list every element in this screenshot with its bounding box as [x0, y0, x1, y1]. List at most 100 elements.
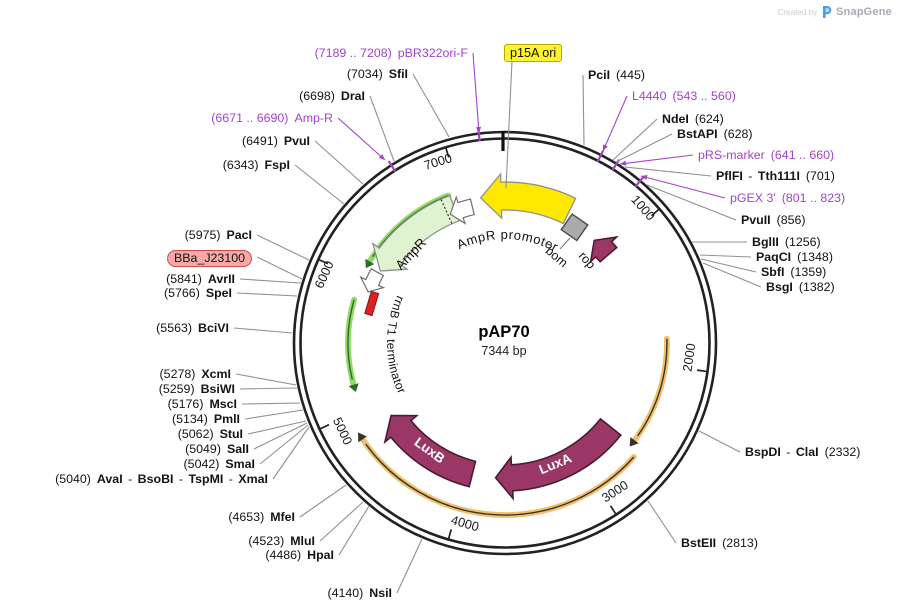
- feature-label-p15a-ori[interactable]: p15A ori: [504, 44, 563, 62]
- watermark-created-by: Created by: [777, 7, 817, 17]
- leader-line-AvrII: [239, 278, 302, 284]
- leader-line-BsgI: [702, 262, 762, 288]
- leader-line-NdeI: [612, 118, 658, 161]
- feature-terminator-block[interactable]: [364, 290, 380, 317]
- orf-arc-left-arrowhead: [348, 383, 359, 393]
- leader-line-NsiI: [396, 538, 423, 594]
- site-label-pRS-marker[interactable]: pRS-marker(641 .. 660): [698, 148, 835, 162]
- site-label-StuI[interactable]: (5062)StuI: [177, 427, 243, 441]
- scale-tick: [445, 147, 450, 158]
- leader-line-MscI: [241, 402, 301, 405]
- feature-arrow-rop[interactable]: [589, 235, 619, 264]
- site-label-FspI[interactable]: (6343)FspI: [222, 158, 290, 172]
- leader-line-SpeI: [236, 292, 298, 297]
- site-label-PciI[interactable]: PciI(445): [588, 68, 645, 82]
- site-label-AvaI-BsoBI-TspMI-XmaI[interactable]: (5040)AvaI - BsoBI - TspMI - XmaI: [55, 472, 268, 486]
- leader-line-FspI: [294, 164, 345, 205]
- site-label-Amp-R[interactable]: (6671 .. 6690)Amp-R: [211, 111, 333, 125]
- snapgene-logo-icon: [822, 6, 832, 18]
- orf-arc-right-upper[interactable]: [630, 335, 670, 445]
- tick-label-5000: 5000: [330, 415, 356, 447]
- p15a-label-leader: [505, 60, 513, 189]
- site-label-pGEX-3-[interactable]: pGEX 3'(801 .. 823): [730, 191, 846, 205]
- orf-arc-right-upper-core: [637, 338, 668, 437]
- leader-line-HpaI: [338, 505, 370, 556]
- primer-site-mark[interactable]: [634, 176, 645, 188]
- scale-tick: [318, 258, 329, 265]
- leader-line-L4440: [602, 95, 628, 152]
- site-label-SalI[interactable]: (5049)SalI: [185, 442, 249, 456]
- leader-line-SbfI: [700, 258, 757, 273]
- scale-tick: [319, 423, 330, 430]
- primer-site-mark[interactable]: [387, 160, 397, 173]
- site-label-BBa-J23100[interactable]: BBa_J23100: [167, 250, 252, 267]
- leader-line-BciVI: [233, 327, 293, 334]
- site-label-PvuI[interactable]: (6491)PvuI: [242, 134, 310, 148]
- leader-line-BstEII: [647, 500, 677, 544]
- leader-line-PvuII: [646, 184, 737, 221]
- site-label-SpeI[interactable]: (5766)SpeI: [164, 286, 232, 300]
- site-label-PaqCI[interactable]: PaqCI(1348): [756, 250, 833, 264]
- site-label-HpaI[interactable]: (4486)HpaI: [265, 548, 334, 562]
- site-label-DraI[interactable]: (6698)DraI: [299, 89, 365, 103]
- leader-line-SmaI: [259, 424, 309, 465]
- site-label-MluI[interactable]: (4523)MluI: [248, 534, 315, 548]
- ampr-segment-notch: [440, 198, 453, 224]
- feature-label-rrnb-terminator[interactable]: rrnB T1 terminator: [384, 294, 409, 396]
- site-label-SbfI[interactable]: SbfI(1359): [761, 265, 827, 279]
- primer-leader-arrowhead: [641, 175, 648, 180]
- site-label-NsiI[interactable]: (4140)NsiI: [327, 586, 392, 600]
- leader-line-SfiI: [412, 73, 450, 138]
- leader-line-XcmI: [235, 373, 297, 386]
- leader-line-PciI: [582, 74, 585, 146]
- site-label-BstEII[interactable]: BstEII(2813): [681, 536, 758, 550]
- site-label-PmlI[interactable]: (5134)PmlI: [172, 412, 240, 426]
- site-label-MscI[interactable]: (5176)MscI: [167, 397, 237, 411]
- site-label-SmaI[interactable]: (5042)SmaI: [183, 457, 255, 471]
- leader-line-pGEX 3': [640, 175, 726, 199]
- leader-line-Amp-R: [337, 117, 386, 161]
- leader-line-MfeI: [299, 484, 347, 518]
- site-label-BstAPI[interactable]: BstAPI(628): [677, 127, 753, 141]
- site-label-NdeI[interactable]: NdeI(624): [662, 112, 724, 126]
- bom-label-leader: [559, 237, 571, 250]
- primer-leader-arrowhead: [603, 144, 608, 151]
- leader-line-PflFI - Tth111I: [624, 166, 712, 177]
- site-label-MfeI[interactable]: (4653)MfeI: [228, 510, 295, 524]
- watermark-brand: SnapGene: [835, 6, 892, 18]
- site-label-BciVI[interactable]: (5563)BciVI: [156, 321, 229, 335]
- site-label-L4440[interactable]: L4440(543 .. 560): [632, 89, 736, 103]
- site-label-PflFI-Tth111I[interactable]: PflFI - Tth111I(701): [716, 169, 835, 183]
- feature-bom-diamond[interactable]: [560, 213, 589, 242]
- leader-line-DraI: [369, 95, 395, 162]
- site-label-BglII[interactable]: BglII(1256): [752, 235, 821, 249]
- plasmid-ring-outer: [292, 130, 718, 556]
- site-label-PacI[interactable]: (5975)PacI: [184, 228, 252, 242]
- site-label-AvrII[interactable]: (5841)AvrII: [166, 272, 235, 286]
- orf-arc-right-upper-arrowhead: [629, 437, 639, 447]
- leader-line-pBR322ori-F: [472, 52, 480, 134]
- site-label-BspDI-ClaI[interactable]: BspDI - ClaI(2332): [745, 445, 861, 459]
- leader-line-StuI: [247, 420, 307, 435]
- feature-arrow-luxa[interactable]: [494, 417, 622, 501]
- primer-leader-arrowhead: [620, 160, 627, 166]
- feature-arrow-p15a-ori[interactable]: [479, 172, 577, 225]
- site-label-XcmI[interactable]: (5278)XcmI: [159, 367, 231, 381]
- site-label-SfiI[interactable]: (7034)SfiI: [346, 67, 408, 81]
- site-label-BsiWI[interactable]: (5259)BsiWI: [158, 382, 235, 396]
- leader-line-MluI: [319, 501, 364, 542]
- site-label-pBR322ori-F[interactable]: (7189 .. 7208)pBR322ori-F: [314, 46, 468, 60]
- primer-site-mark[interactable]: [596, 150, 605, 163]
- feature-arrow-ampr[interactable]: [371, 194, 461, 272]
- scale-tick: [696, 369, 708, 373]
- tick-label-6000: 6000: [311, 259, 336, 291]
- site-label-PvuII[interactable]: PvuII(856): [741, 213, 806, 227]
- site-label-BsgI[interactable]: BsgI(1382): [766, 280, 835, 294]
- terminator-arrow-outline[interactable]: [359, 267, 386, 293]
- watermark: Created by SnapGene: [778, 5, 892, 19]
- feature-arrow-ampr-promoter[interactable]: [449, 195, 475, 225]
- feature-arrow-luxb[interactable]: [383, 414, 477, 488]
- orf-arc-bottom-core: [365, 443, 635, 516]
